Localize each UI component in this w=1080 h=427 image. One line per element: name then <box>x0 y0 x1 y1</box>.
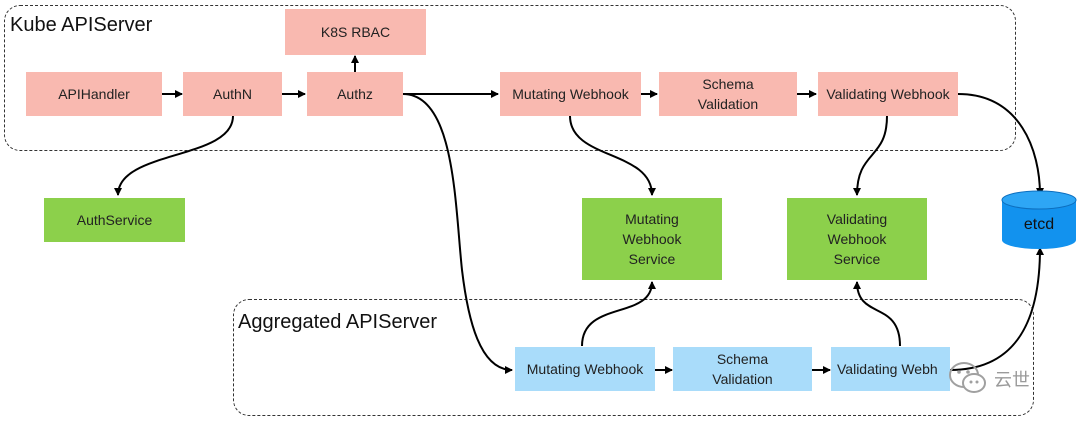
mutating-webhook-node: Mutating Webhook <box>500 72 641 116</box>
kube-apiserver-group <box>4 5 1016 151</box>
kube-apiserver-title: Kube APIServer <box>10 14 153 36</box>
etcd-label: etcd <box>1023 216 1055 233</box>
edge-mutating-service <box>569 115 656 196</box>
apihandler-node: APIHandler <box>26 72 162 116</box>
aggregated-apiserver-group <box>233 299 1034 416</box>
edge-agg-validating-service <box>853 281 901 347</box>
edge-agg-mutating-service <box>581 281 656 347</box>
edge-validating-service <box>853 115 888 196</box>
mutating-webhook-service-node: Mutating Webhook Service <box>582 198 722 280</box>
validating-webhook-service-node: Validating Webhook Service <box>787 198 927 280</box>
edge-authz-aggregated <box>402 93 513 374</box>
edge-validating-etcd <box>957 93 1044 196</box>
agg-schema-validation-node: Schema Validation <box>673 347 812 391</box>
k8s-rbac-node: K8S RBAC <box>285 9 426 55</box>
authz-node: Authz <box>307 72 403 116</box>
edge-agg-validating-etcd <box>949 247 1044 371</box>
etcd-database-icon <box>1001 190 1077 249</box>
schema-validation-node: Schema Validation <box>659 72 797 116</box>
agg-validating-webhook-node: Validating Webh <box>831 347 950 391</box>
aggregated-apiserver-title: Aggregated APIServer <box>238 311 438 333</box>
auth-service-node: AuthService <box>44 198 185 242</box>
agg-mutating-webhook-node: Mutating Webhook <box>515 347 655 391</box>
edge-authn-authservice <box>114 115 234 196</box>
wechat-icon <box>949 362 986 393</box>
watermark-text: 云世 <box>994 370 1030 390</box>
authn-node: AuthN <box>183 72 282 116</box>
validating-webhook-node: Validating Webhook <box>818 72 958 116</box>
